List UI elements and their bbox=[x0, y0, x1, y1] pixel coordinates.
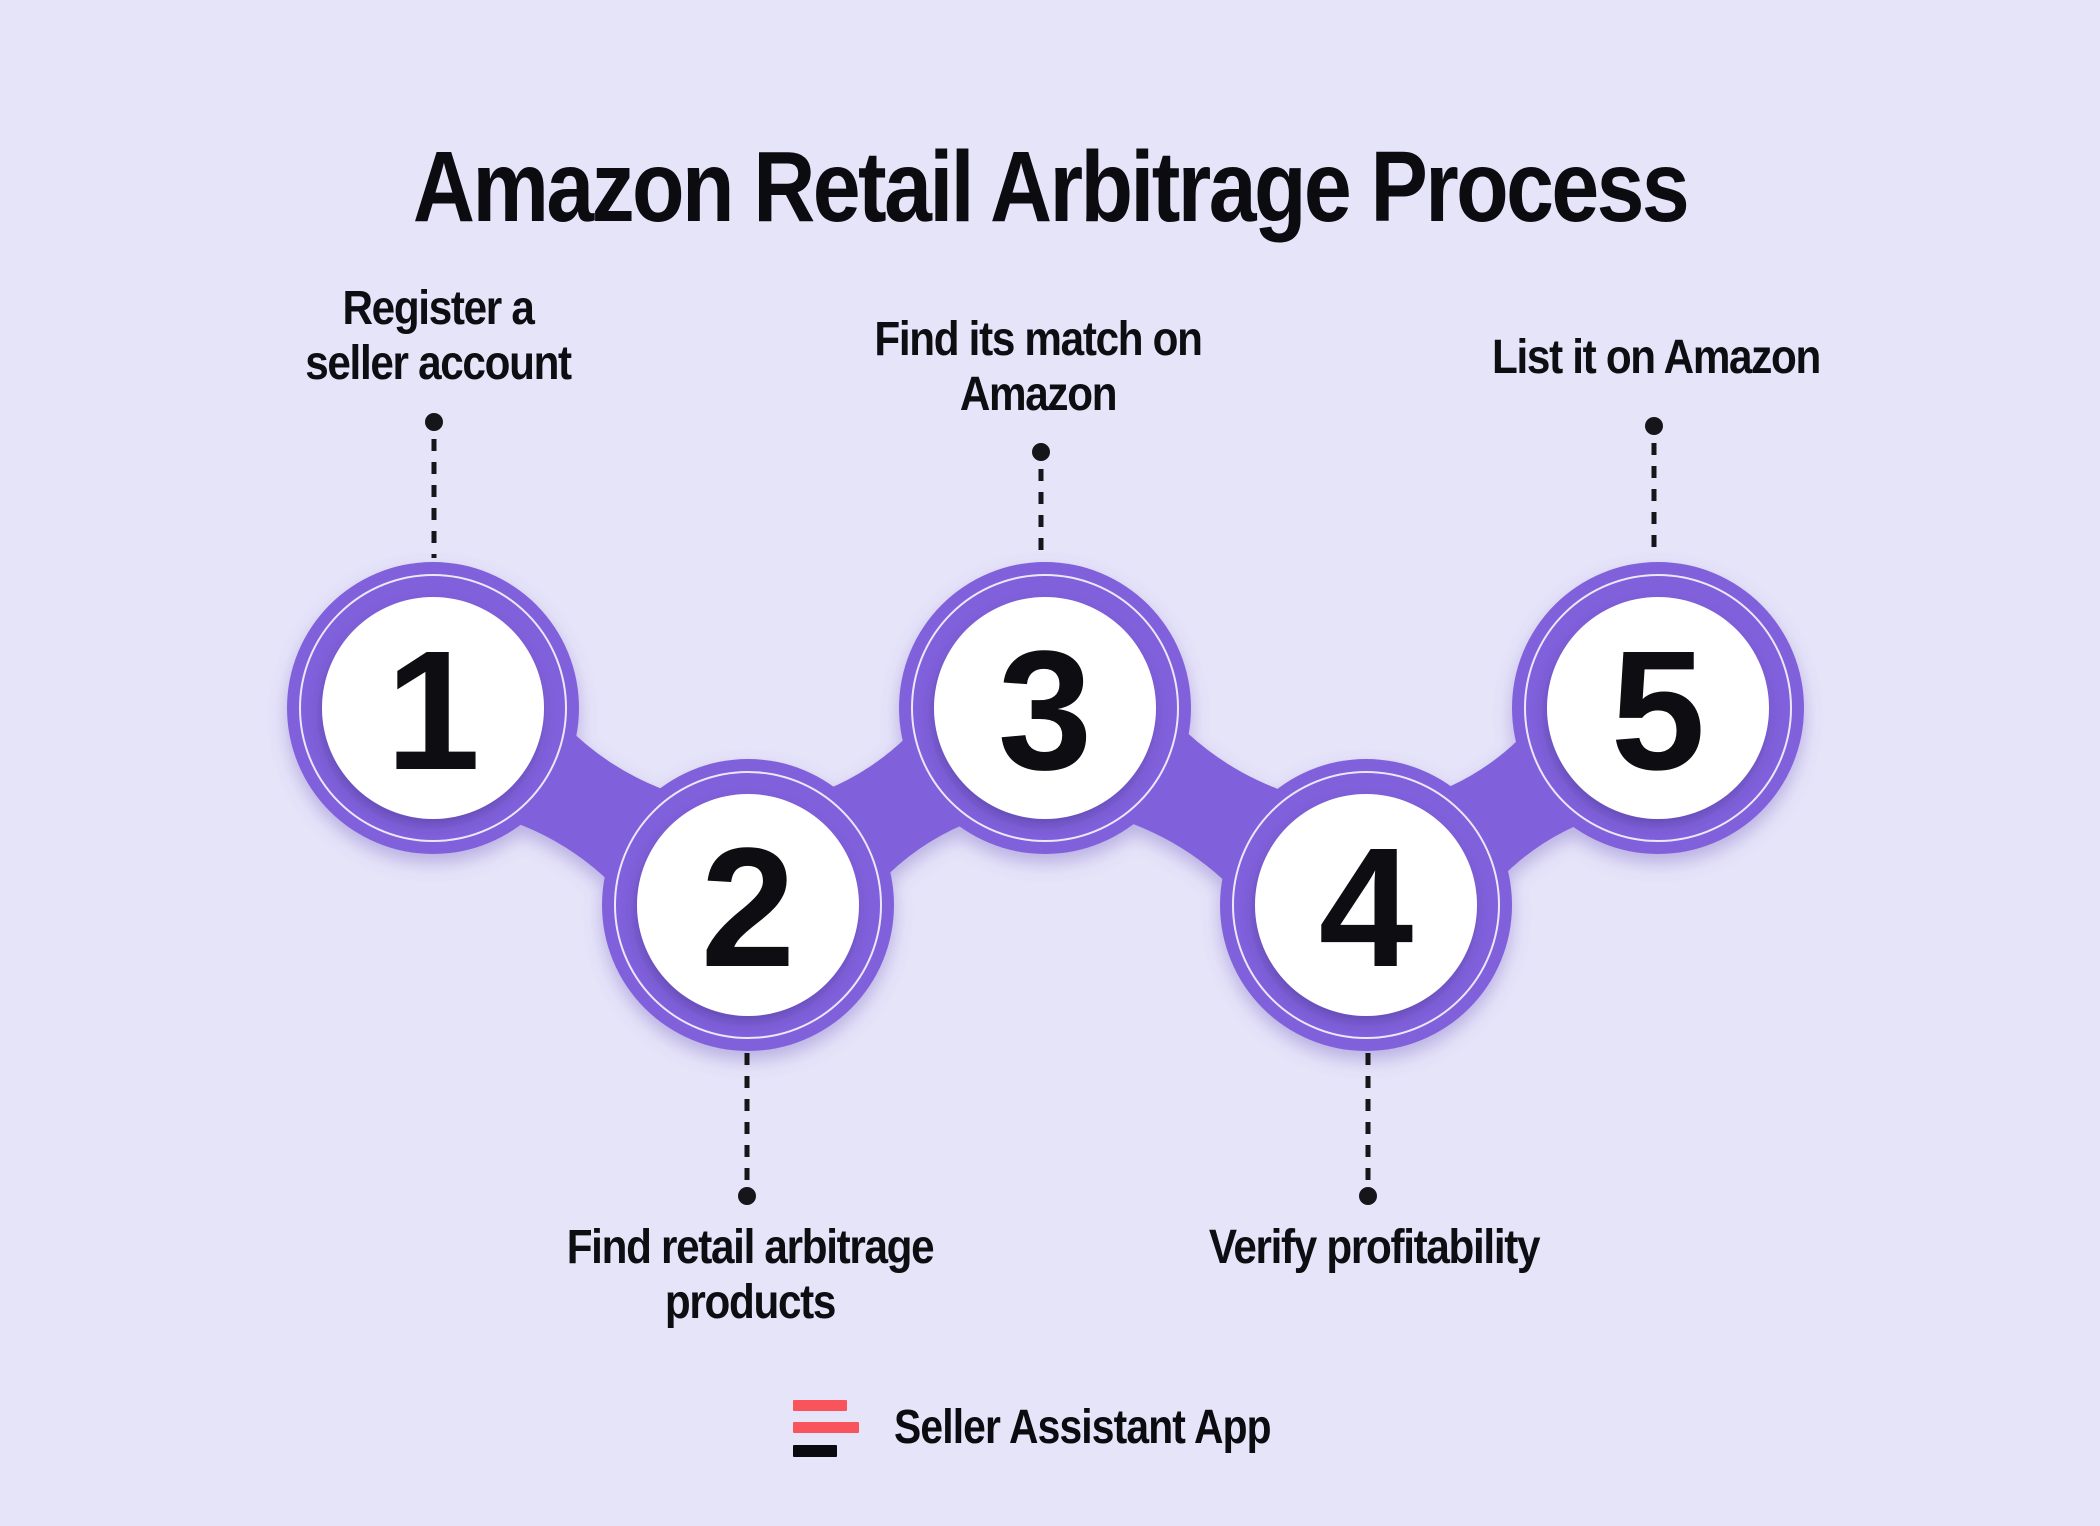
step-label-3-line-1: Find its match on bbox=[874, 313, 1203, 366]
leader-dot-1 bbox=[425, 413, 443, 431]
page-title: Amazon Retail Arbitrage Process bbox=[412, 131, 1690, 243]
step-number-4: 4 bbox=[1319, 813, 1414, 1003]
leader-dot-4 bbox=[1359, 1187, 1377, 1205]
leader-dot-3 bbox=[1032, 443, 1050, 461]
step-label-1-line-1: Register a bbox=[342, 282, 534, 335]
step-label-3: Find its match on Amazon bbox=[874, 312, 1203, 422]
step-numbers: 1 2 3 4 5 bbox=[386, 616, 1706, 1003]
step-circle-2 bbox=[602, 759, 894, 1051]
leader-dot-2 bbox=[738, 1187, 756, 1205]
step-label-3-line-2: Amazon bbox=[959, 368, 1118, 421]
step-number-1: 1 bbox=[386, 616, 481, 806]
step-circle-3 bbox=[899, 562, 1191, 854]
step-label-2: Find retail arbitrage products bbox=[566, 1220, 935, 1330]
process-flow bbox=[287, 562, 1804, 1051]
step-number-3: 3 bbox=[998, 616, 1093, 806]
step-label-2-line-1: Find retail arbitrage bbox=[566, 1221, 935, 1274]
step-circle-5 bbox=[1512, 562, 1804, 854]
step-label-4: Verify profitability bbox=[1208, 1220, 1541, 1275]
step-number-5: 5 bbox=[1611, 616, 1706, 806]
step-label-1-line-2: seller account bbox=[305, 337, 572, 390]
step-label-5: List it on Amazon bbox=[1492, 330, 1821, 385]
step-label-1: Register a seller account bbox=[305, 281, 572, 391]
step-label-2-line-2: products bbox=[664, 1276, 836, 1329]
step-circle-4 bbox=[1220, 759, 1512, 1051]
step-label-4-line-1: Verify profitability bbox=[1208, 1221, 1541, 1274]
step-number-2: 2 bbox=[701, 813, 796, 1003]
label-leaders bbox=[425, 413, 1663, 1205]
step-label-5-line-1: List it on Amazon bbox=[1492, 331, 1821, 384]
leader-dot-5 bbox=[1645, 417, 1663, 435]
step-circle-1 bbox=[287, 562, 579, 854]
